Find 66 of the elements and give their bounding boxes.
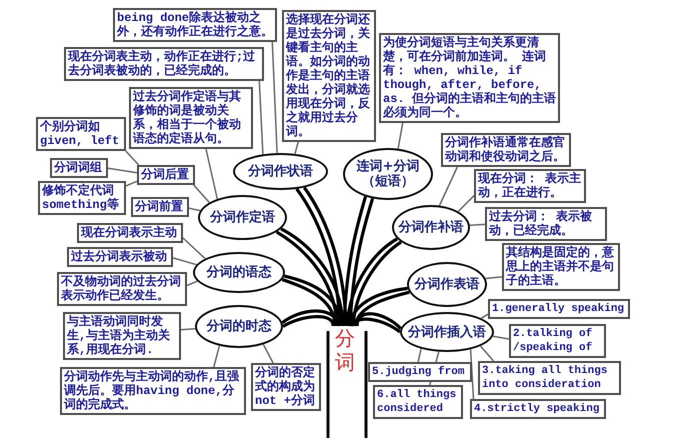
note-box: 2.talking of /speaking of bbox=[509, 324, 606, 358]
leader-line bbox=[188, 207, 200, 212]
note-box: 5.judging from bbox=[368, 362, 472, 382]
note-box: 现在分词表示主动 bbox=[77, 223, 183, 243]
note-box: 分词后置 bbox=[137, 165, 195, 185]
topic-ellipse: 分词作定语 bbox=[198, 195, 287, 240]
tree-branch bbox=[345, 237, 403, 328]
leader-line bbox=[180, 328, 196, 330]
tree-branch bbox=[342, 194, 374, 328]
topic-ellipse: 分词作插入语 bbox=[400, 312, 494, 352]
leader-line bbox=[486, 276, 502, 280]
note-box: 6.all things considered bbox=[373, 385, 463, 419]
leader-line bbox=[417, 348, 422, 362]
note-box: 现在分词表主动，动作正在进行;过去分词表被动的，已经完成的。 bbox=[64, 47, 264, 81]
root-label: 分词 bbox=[334, 326, 356, 374]
leader-line bbox=[213, 346, 220, 368]
leader-line bbox=[272, 42, 278, 154]
note-box: 1.generally speaking bbox=[488, 299, 630, 319]
leader-line bbox=[108, 168, 138, 174]
leader-line bbox=[438, 166, 458, 206]
tree-branch bbox=[349, 312, 402, 334]
leader-line bbox=[193, 184, 210, 203]
leader-line bbox=[294, 142, 299, 154]
leader-line bbox=[470, 224, 486, 226]
note-box: 过去分词表示被动 bbox=[67, 247, 173, 267]
leader-line bbox=[458, 195, 475, 212]
note-box: 分词词组 bbox=[50, 158, 108, 178]
note-box: 分词的否定式的构成为not +分词 bbox=[251, 363, 321, 411]
leader-line bbox=[126, 180, 138, 187]
topic-ellipse: 连词+分词（短语） bbox=[343, 148, 433, 200]
note-box: 分词作补语通常在感官动词和使役动词之后。 bbox=[441, 133, 571, 167]
topic-ellipse: 分词的时态 bbox=[195, 305, 283, 348]
note-box: 3.taking all things into consideration bbox=[478, 361, 621, 395]
tree-branch bbox=[275, 227, 345, 328]
note-box: 为使分词短语与主句关系更清楚，可在分词前加连词。 连词有： when, while, if though, after, before, as. 但分词的主语和主句的主语必须为同一个。 bbox=[379, 33, 560, 123]
leader-line bbox=[262, 344, 274, 364]
leader-line bbox=[172, 257, 197, 266]
topic-ellipse: 分词作状语 bbox=[233, 153, 328, 190]
note-box: 其结构是固定的，意思上的主语并不是句子的主语。 bbox=[502, 243, 620, 291]
leader-line bbox=[182, 237, 206, 260]
leader-line bbox=[258, 80, 264, 154]
topic-ellipse: 分词作补语 bbox=[392, 205, 470, 250]
tree-branch bbox=[347, 286, 411, 328]
note-box: 不及物动词的过去分词表示动作已经发生。 bbox=[57, 272, 187, 306]
note-box: 分词动作先与主动词的动作,且强调先后。要用having done,分词的完成式。 bbox=[60, 367, 246, 415]
leader-line bbox=[492, 335, 510, 340]
note-box: 过去分词作定语与其修饰的词是被动关系，相当于一个被动语态的定语从句。 bbox=[129, 87, 253, 149]
leader-line bbox=[470, 349, 474, 400]
tree-branch bbox=[280, 309, 341, 328]
note-box: being done除表达被动之外，还有动作正在进行之意。 bbox=[113, 8, 277, 42]
note-box: 与主语动词同时发生,与主语为主动关系,用现在分词. bbox=[63, 312, 181, 360]
leader-line bbox=[480, 314, 488, 319]
leader-line bbox=[186, 280, 198, 286]
note-box: 过去分词： 表示被动，已经完成。 bbox=[485, 207, 607, 241]
topic-ellipse: 分词的语态 bbox=[193, 252, 285, 293]
leader-line bbox=[480, 346, 494, 362]
topic-ellipse: 分词作表语 bbox=[407, 262, 487, 307]
note-box: 选择现在分词还是过去分词，关键看主句的主语。如分词的动作是主句的主语发出，分词就选用现在分词，反之就用过去分词。 bbox=[282, 10, 376, 142]
leader-line bbox=[205, 148, 218, 200]
note-box: 4.strictly speaking bbox=[470, 399, 606, 419]
note-box: 分词前置 bbox=[131, 197, 189, 217]
note-box: 个别分词如given, left bbox=[36, 117, 126, 151]
note-box: 修饰不定代词something等 bbox=[38, 181, 126, 215]
leader-line bbox=[125, 150, 140, 166]
leader-line bbox=[397, 122, 404, 149]
note-box: 现在分词： 表示主动，正在进行。 bbox=[474, 169, 586, 203]
